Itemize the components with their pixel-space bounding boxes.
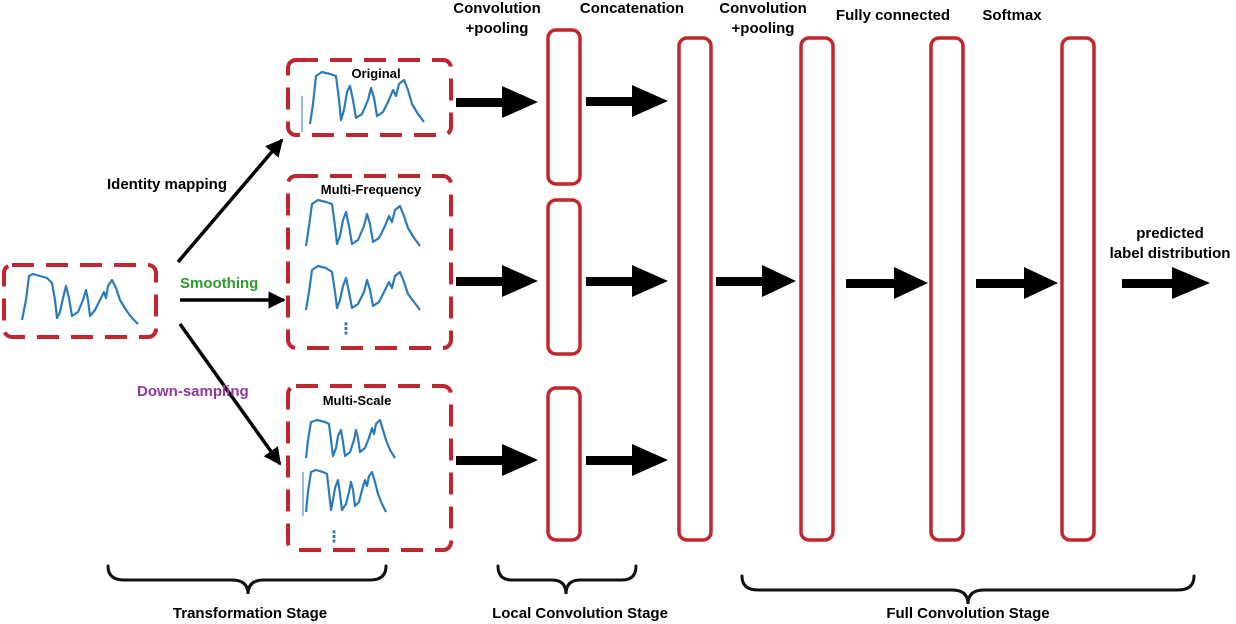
conv-to-fc-arrow [846, 267, 928, 299]
multi-scale-label: Multi-Scale [323, 393, 392, 408]
softmax-column [1060, 36, 1096, 542]
output-label-line2: label distribution [1110, 245, 1231, 262]
local-conv-column-top [546, 28, 582, 186]
original-box: Original [286, 58, 453, 137]
conv-pooling-2-label-b: +pooling [732, 20, 795, 37]
fully-connected-label: Fully connected [836, 7, 950, 24]
multi-frequency-ellipsis: ⋮ [338, 321, 354, 338]
conv-pooling-column [799, 36, 835, 542]
multi-scale-ellipsis: ⋮ [326, 529, 342, 546]
local-stage-brace [496, 564, 638, 595]
input-series-box [2, 263, 158, 339]
identity-mapping-label: Identity mapping [107, 176, 227, 193]
downsampling-arrow [178, 322, 282, 466]
concatenation-column [677, 36, 713, 542]
downsampling-label: Down-sampling [137, 383, 249, 400]
multi-frequency-box: Multi-Frequency ⋮ [286, 174, 453, 350]
local-conv-column-bottom [546, 386, 582, 542]
local-middle-to-concat-arrow [586, 265, 668, 297]
fully-connected-column [929, 36, 965, 542]
original-to-conv-arrow [456, 86, 538, 118]
conv-pooling-1-label-a: Convolution [453, 0, 540, 17]
concat-to-conv-arrow [716, 265, 796, 297]
local-bottom-to-concat-arrow [586, 444, 668, 476]
multi-frequency-to-conv-arrow [456, 265, 538, 297]
multi-scale-box: Multi-Scale ⋮ [286, 384, 453, 552]
local-top-to-concat-arrow [586, 85, 668, 117]
softmax-label: Softmax [982, 7, 1042, 24]
conv-pooling-2-label-a: Convolution [719, 0, 806, 17]
full-convolution-stage-label: Full Convolution Stage [886, 605, 1049, 622]
original-label: Original [351, 66, 400, 81]
softmax-to-output-arrow [1122, 267, 1210, 299]
transformation-stage-label: Transformation Stage [173, 605, 327, 622]
full-stage-brace [740, 574, 1196, 605]
output-label-line1: predicted [1136, 225, 1204, 242]
conv-pooling-1-label-b: +pooling [466, 20, 529, 37]
smoothing-label: Smoothing [180, 275, 258, 292]
multi-scale-to-conv-arrow [456, 444, 538, 476]
multi-frequency-label: Multi-Frequency [321, 182, 422, 197]
concatenation-label: Concatenation [580, 0, 684, 17]
fc-to-softmax-arrow [976, 267, 1058, 299]
identity-arrow [176, 138, 284, 264]
local-convolution-stage-label: Local Convolution Stage [492, 605, 668, 622]
local-conv-column-middle [546, 198, 582, 356]
transformation-stage-brace [106, 564, 388, 595]
